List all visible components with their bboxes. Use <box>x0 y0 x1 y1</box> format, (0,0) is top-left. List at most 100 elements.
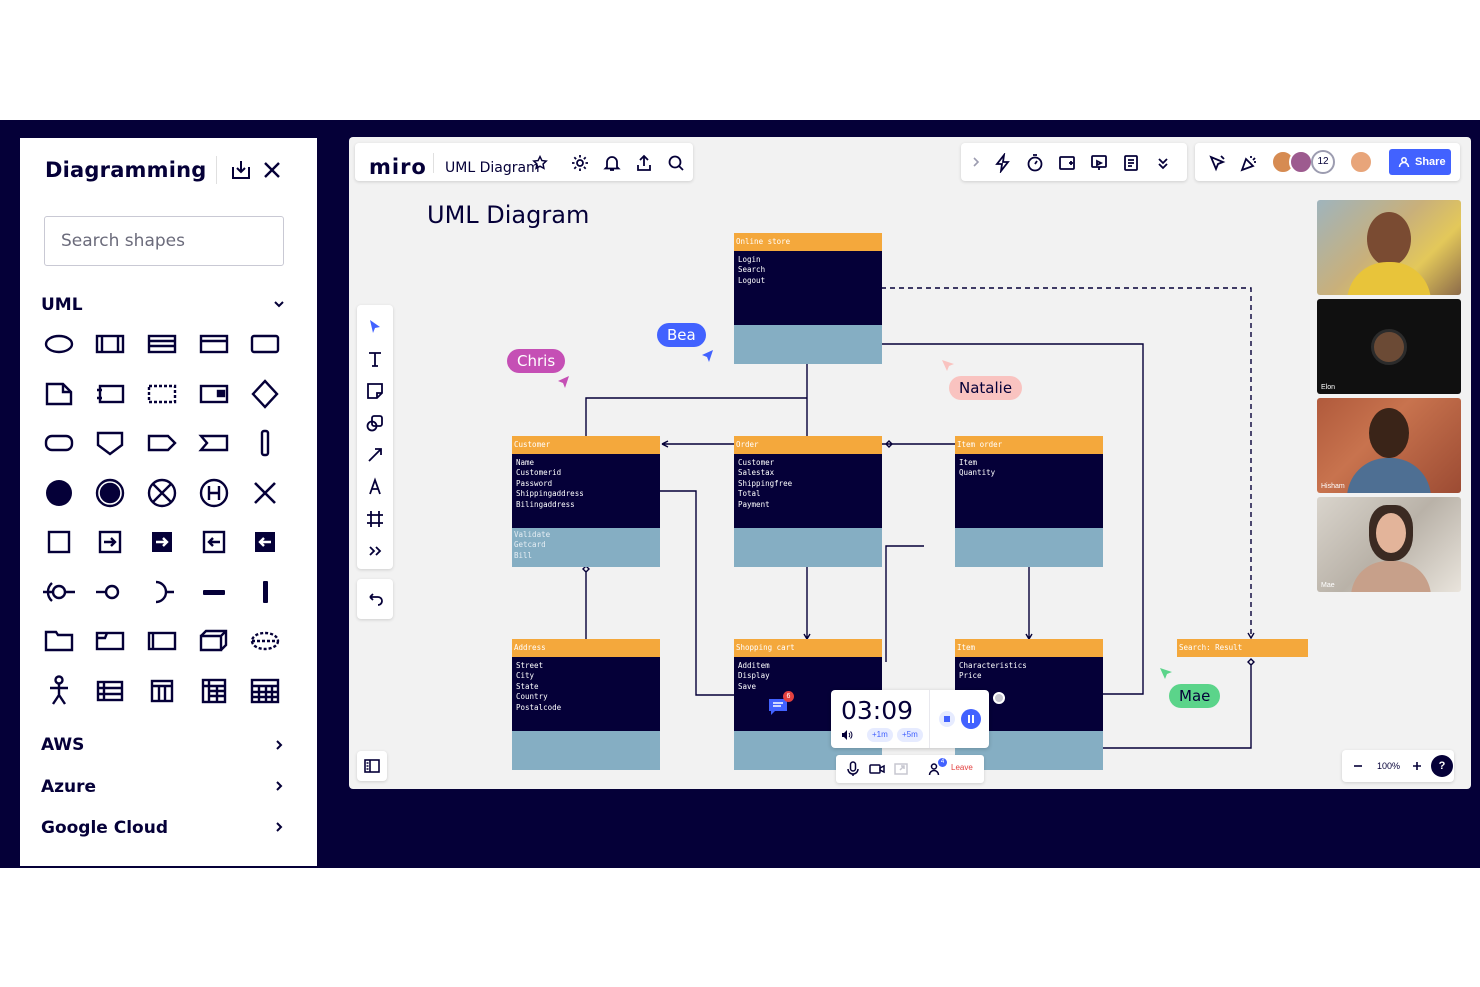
shapes-icon[interactable] <box>365 413 385 433</box>
zoom-level[interactable]: 100% <box>1377 761 1401 771</box>
stop-button[interactable] <box>939 711 955 727</box>
avatar[interactable] <box>1349 150 1373 174</box>
uml-class-item-order[interactable]: Item order Item Quantity <box>955 436 1103 567</box>
square-shape-icon[interactable] <box>41 524 77 560</box>
required-interface-icon[interactable] <box>144 574 180 610</box>
final-node-icon[interactable] <box>92 475 128 511</box>
dashed-box-shape-icon[interactable] <box>144 376 180 412</box>
avatar[interactable] <box>1289 150 1313 174</box>
volume-icon[interactable] <box>841 729 853 741</box>
present-icon[interactable] <box>1089 153 1109 173</box>
celebrate-icon[interactable] <box>1239 153 1259 173</box>
exit-point-icon[interactable] <box>196 524 232 560</box>
more-tools-icon[interactable] <box>365 541 385 561</box>
board-name[interactable]: UML Diagram <box>445 160 540 176</box>
upload-icon[interactable] <box>634 153 654 173</box>
frame-icon[interactable] <box>92 623 128 659</box>
section-aws[interactable]: AWS <box>41 735 85 755</box>
filled-entry-icon[interactable] <box>144 524 180 560</box>
flow-final-icon[interactable] <box>144 475 180 511</box>
table-columns-icon[interactable] <box>144 673 180 709</box>
package-icon[interactable] <box>41 623 77 659</box>
star-icon[interactable] <box>532 155 548 171</box>
initial-node-icon[interactable] <box>41 475 77 511</box>
help-button[interactable]: ? <box>1431 755 1453 777</box>
vertical-bar-icon[interactable] <box>247 574 283 610</box>
component-shape-icon[interactable] <box>92 376 128 412</box>
history-state-icon[interactable] <box>196 475 232 511</box>
select-arrow-icon[interactable] <box>365 317 385 337</box>
filled-exit-icon[interactable] <box>247 524 283 560</box>
cursor-follow-icon[interactable] <box>1207 153 1227 173</box>
timer-handle[interactable] <box>993 692 1005 704</box>
video-tile[interactable]: Elon <box>1317 299 1461 394</box>
shield-shape-icon[interactable] <box>92 425 128 461</box>
zoom-out-icon[interactable] <box>1352 760 1364 772</box>
entry-point-icon[interactable] <box>92 524 128 560</box>
search-shapes-input[interactable] <box>44 216 284 266</box>
share-button[interactable]: Share <box>1389 149 1451 175</box>
leave-call-button[interactable]: Leave <box>951 763 973 772</box>
frame-tool-icon[interactable] <box>365 509 385 529</box>
table-icon[interactable] <box>247 673 283 709</box>
close-icon[interactable] <box>260 158 284 182</box>
search-icon[interactable] <box>666 153 686 173</box>
video-tile[interactable] <box>1317 200 1461 295</box>
uml-class-address[interactable]: Address Street City State Country Postal… <box>512 639 660 770</box>
list-shape-icon[interactable] <box>144 326 180 362</box>
node-3d-icon[interactable] <box>196 623 232 659</box>
import-icon[interactable] <box>229 158 253 182</box>
pause-button[interactable] <box>961 709 981 729</box>
use-case-dashed-icon[interactable] <box>247 623 283 659</box>
section-azure[interactable]: Azure <box>41 777 97 797</box>
provided-interface-icon[interactable] <box>41 574 77 610</box>
comment-bubble[interactable]: 6 <box>767 691 794 717</box>
uml-class-online-store[interactable]: Online store Login Search Logout <box>734 233 882 364</box>
microphone-icon[interactable] <box>846 761 860 777</box>
chevron-right-icon[interactable] <box>969 155 983 169</box>
section-google-cloud[interactable]: Google Cloud <box>41 818 169 838</box>
connection-line-icon[interactable] <box>365 445 385 465</box>
uml-class-order[interactable]: Order Customer Salestax Shippingfree Tot… <box>734 436 882 567</box>
sticky-note-icon[interactable] <box>365 381 385 401</box>
add-1-minute-button[interactable]: +1m <box>867 728 893 742</box>
table-rows-icon[interactable] <box>92 673 128 709</box>
rounded-rect-shape-icon[interactable] <box>41 425 77 461</box>
horizontal-bar-icon[interactable] <box>196 574 232 610</box>
participants-icon[interactable] <box>928 762 942 776</box>
header-box-shape-icon[interactable] <box>196 326 232 362</box>
chevron-right-icon[interactable] <box>272 738 286 752</box>
class-shape-icon[interactable] <box>92 326 128 362</box>
port-shape-icon[interactable] <box>196 376 232 412</box>
section-uml[interactable]: UML <box>41 295 83 315</box>
uml-class-customer[interactable]: Customer Name Customerid Password Shippi… <box>512 436 660 567</box>
video-tile[interactable]: Mae <box>1317 497 1461 592</box>
chevron-right-icon[interactable] <box>272 820 286 834</box>
notes-icon[interactable] <box>1121 153 1141 173</box>
miro-board[interactable]: miro UML Diagram 12 Share UML Diagram <box>349 137 1471 789</box>
note-shape-icon[interactable] <box>41 376 77 412</box>
uml-class-search-result[interactable]: Search: Result <box>1177 639 1308 657</box>
zoom-in-icon[interactable] <box>1411 760 1423 772</box>
board-title[interactable]: UML Diagram <box>427 201 590 229</box>
screen-share-icon[interactable] <box>894 762 908 776</box>
table-grid-icon[interactable] <box>196 673 232 709</box>
video-tile[interactable]: Hisham <box>1317 398 1461 493</box>
add-frame-icon[interactable] <box>1057 153 1077 173</box>
fork-bar-shape-icon[interactable] <box>247 425 283 461</box>
add-5-minutes-button[interactable]: +5m <box>897 728 923 742</box>
camera-icon[interactable] <box>869 762 885 776</box>
settings-icon[interactable] <box>570 153 590 173</box>
lollipop-icon[interactable] <box>92 574 128 610</box>
rectangle-shape-icon[interactable] <box>247 326 283 362</box>
chevron-right-icon[interactable] <box>272 779 286 793</box>
cross-shape-icon[interactable] <box>247 475 283 511</box>
chevrons-down-icon[interactable] <box>1153 153 1173 173</box>
ellipse-shape-icon[interactable] <box>41 326 77 362</box>
send-signal-shape-icon[interactable] <box>144 425 180 461</box>
collaborator-count[interactable]: 12 <box>1311 150 1335 174</box>
chevron-down-icon[interactable] <box>272 297 286 311</box>
timer-icon[interactable] <box>1025 153 1045 173</box>
board-panel-toggle[interactable] <box>357 751 387 781</box>
text-icon[interactable] <box>365 349 385 369</box>
